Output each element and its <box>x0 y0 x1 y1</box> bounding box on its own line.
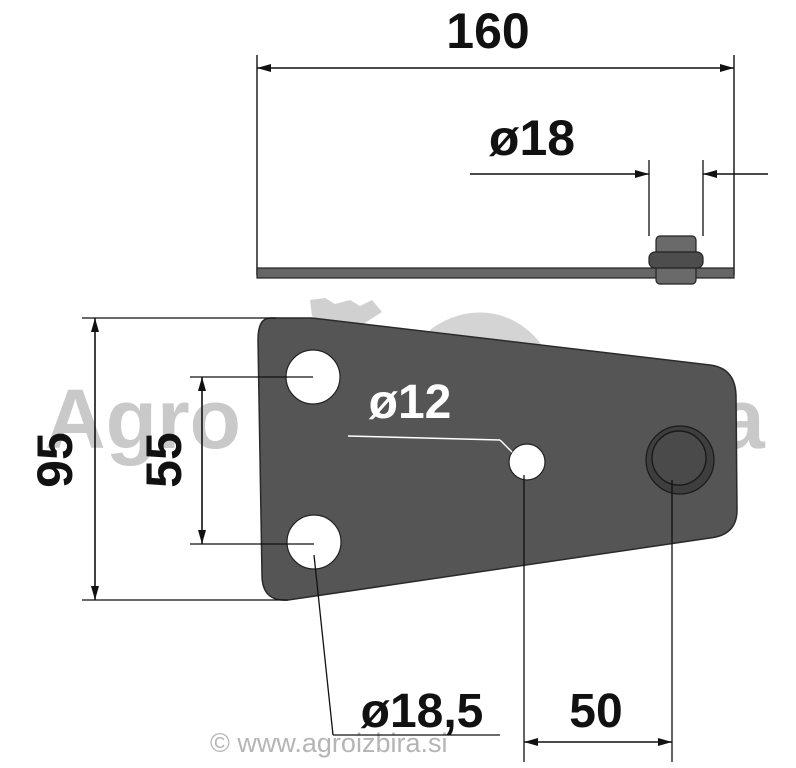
dim-label-o12: ø12 <box>369 376 452 429</box>
dim-label-55: 55 <box>136 432 192 488</box>
bolt-collar <box>648 251 704 269</box>
mount-hole-bottom <box>286 514 342 570</box>
dim-label-50: 50 <box>569 685 622 738</box>
leader-o12-tip <box>499 439 513 453</box>
leader-o18-5 <box>313 554 334 736</box>
center-hole <box>508 443 546 481</box>
watermark-copyright: © www.agroizbira.si <box>210 728 447 758</box>
dim-label-160: 160 <box>446 3 529 59</box>
plate-side-profile <box>256 267 735 279</box>
side-view: 160 ø18 <box>256 3 768 285</box>
dim-label-95: 95 <box>27 432 83 488</box>
bolt-head <box>651 430 707 486</box>
plan-view: 95 55 ø12 ø18,5 50 <box>27 317 738 762</box>
watermark-brand-left: Agro <box>45 372 241 466</box>
watermark-cow-icon <box>310 298 382 326</box>
plate <box>257 317 738 601</box>
dim-label-o18: ø18 <box>489 110 575 166</box>
leader-o12 <box>347 435 501 441</box>
dim-label-o18-5: ø18,5 <box>361 685 484 738</box>
